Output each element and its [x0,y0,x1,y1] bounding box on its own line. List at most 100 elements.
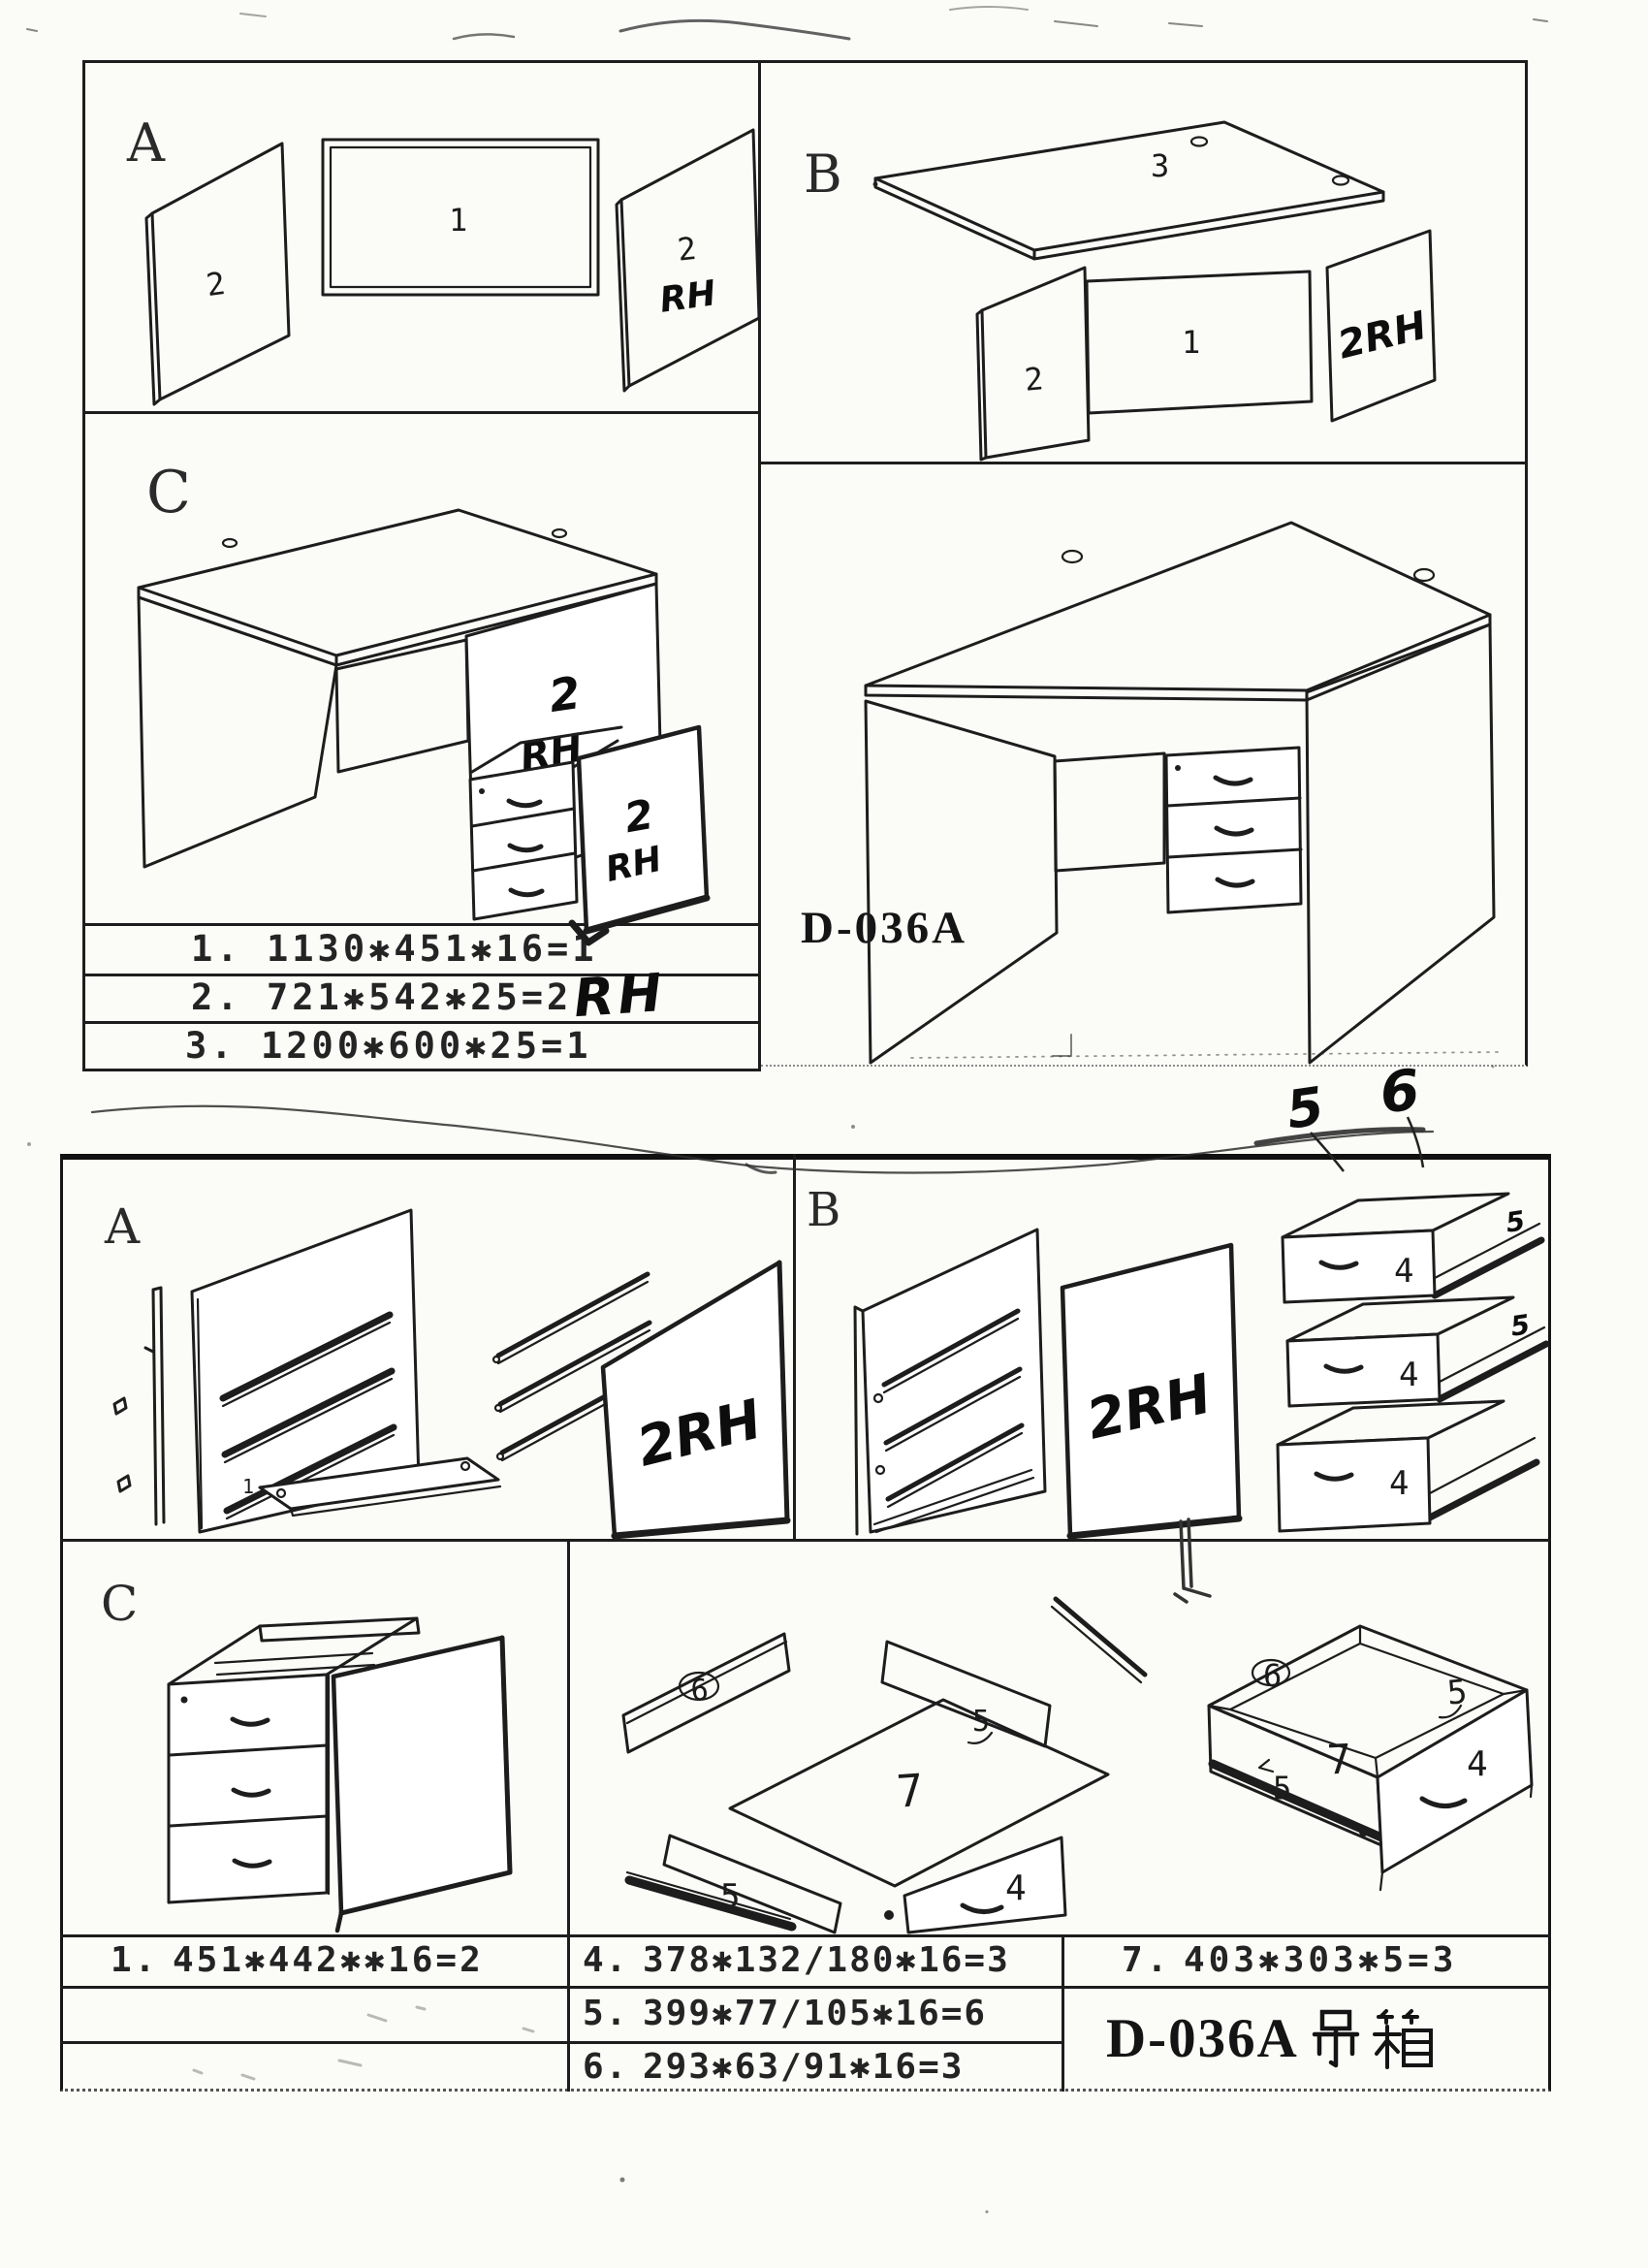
part-label-1: 1 [449,202,467,239]
handwritten-rh-label: RH [657,273,718,321]
side-panel-2rh: 2RH [1325,229,1437,423]
c2r1-spec: 378✱132/180✱16=3 [643,1940,1010,1980]
bottom-table-c2-row3: 6. 293✱63/91✱16=3 [567,2041,1077,2092]
part-label-2: 2 [1023,360,1045,399]
c2r3-number: 6. [583,2046,629,2087]
top-table-line-3 [82,1021,761,1024]
drawer-back-strip-6: 6 [621,1632,791,1754]
part-label-4: 4 [1467,1744,1488,1784]
top-model-label: D-036A [801,903,968,953]
drawer-1: 4 5 [1281,1192,1545,1304]
top-row2-handwritten-rh: RH [572,961,669,1030]
part-label-5: 5 [1273,1770,1291,1806]
bottom-ab-divider [793,1154,796,1539]
drawer-3: 4 [1276,1399,1540,1533]
part-label-1: 1 [242,1475,254,1498]
bottom-model-prefix: D-036A [1106,2008,1299,2069]
top-ac-divider [82,411,761,414]
back-panel-1: 1 [321,138,600,297]
top-panel-b-diagram: B 3 1 2 2RH [804,120,1437,462]
handwritten-5-label: 5 [1283,1075,1327,1141]
top-row2-spec: 721✱542✱25=2 [267,976,573,1018]
back-panel-1: 1 [1085,270,1314,415]
part-label-4: 4 [1394,1252,1413,1291]
bottom-row-divider [60,1539,1551,1542]
part-label-6: 6 [1263,1657,1282,1694]
handwritten-2-label: 2 [546,666,584,722]
bottom-table-c3-row1: 7. 403✱303✱5=3 [1062,1934,1611,1986]
part-label-2: 2 [204,265,227,303]
finished-desk [864,521,1496,1065]
finished-desk-diagram [864,521,1496,1065]
bottom-c-divider [567,1539,570,2092]
top-row3-number: 3. [185,1024,237,1067]
runner-label-5: 5 [1508,1308,1532,1342]
part-label-7: 7 [895,1764,925,1818]
top-table-row-1: 1. 1130✱451✱16=1 [82,923,870,974]
part-label-4: 4 [1005,1869,1027,1908]
runner-bottom-left [624,1870,797,1932]
handwritten-6-label: 6 [1378,1057,1422,1126]
side-panel-2rh: 2 RH [615,128,761,393]
c3r1-number: 7. [1122,1940,1172,1980]
c1r1-spec: 451✱442✱✱16=2 [173,1940,484,1980]
top-row2-number: 2. [191,976,242,1018]
c2r3-spec: 293✱63/91✱16=3 [643,2046,965,2087]
cjk-diao-glyph [1312,2009,1360,2067]
c3r1-spec: 403✱303✱5=3 [1184,1940,1458,1980]
part-label-6: 6 [689,1673,710,1708]
top-panel-a-letter: A [126,112,166,174]
drawer-front-4: 4 [884,1836,1067,1934]
bottom-table-c2-row2: 5. 399✱77/105✱16=6 [567,1986,1077,2041]
top-panel-a-diagram: A 2 1 2 RH [126,112,761,406]
drawer-exploded-diagram: 6 5 7 5 4 [621,1596,1148,1934]
top-row1-number: 1. [191,927,242,970]
top-right-column-border [761,60,1528,1067]
bottom-table-col-divider [1062,1934,1064,2092]
bottom-panel-b-diagram: B 2RH 4 5 [807,1183,1550,1540]
bottom-panel-c-diagram: C [101,1576,513,1933]
bottom-panel-b-letter: B [807,1183,840,1237]
top-b-divider [761,462,1528,464]
top-table-row-3: 3. 1200✱600✱25=1 [82,1021,864,1070]
handwritten-2rh-label: 2RH [1334,303,1432,368]
bottom-board [258,1456,502,1517]
panel-2rh-leaning: 2RH [1060,1242,1243,1540]
drawer-assembled-diagram: 6 5 7 5 4 [1207,1624,1534,1892]
side-panel-2: 2 [975,266,1091,462]
bottom-panel-a-diagram: A 1 2RH [104,1198,791,1540]
label-hook [1438,1704,1463,1719]
desk-top-3: 3 [873,120,1385,261]
carcass-side [853,1228,1047,1536]
top-row3-spec: 1200✱600✱25=1 [261,1024,592,1067]
bottom-panel-c-letter: C [101,1576,138,1632]
c2r2-number: 5. [583,1994,629,2033]
top-row1-spec: 1130✱451✱16=1 [267,927,598,970]
c2r1-number: 4. [583,1940,629,1980]
top-edge-smudges [26,6,1548,41]
part-label-4: 4 [1399,1356,1418,1394]
bottom-table-line-2 [60,1986,1551,1989]
bottom-table-c2-row1: 4. 378✱132/180✱16=3 [567,1934,1077,1986]
bottom-panel-a-letter: A [104,1198,141,1255]
runner-label-5: 5 [1504,1204,1527,1238]
panel-2rh: 2RH [600,1260,791,1540]
top-panel-c-diagram: C 2 RH 2 RH [137,459,711,946]
label-loop [1251,1658,1291,1687]
front-strip [112,1286,166,1526]
bottom-table-c1-row1: 1. 451✱442✱✱16=2 [60,1934,618,1986]
cjk-xiang-glyph [1372,2008,1433,2069]
bottom-table-top-line [60,1934,1551,1937]
c1r1-number: 1. [111,1940,159,1980]
top-left-column-border [82,60,761,1071]
part-label-1: 1 [1182,324,1200,361]
top-table-line-2 [82,974,761,976]
drawer-bottom-7: 7 [728,1698,1110,1888]
drawer-2: 4 5 [1285,1295,1550,1408]
c2r2-spec: 399✱77/105✱16=6 [643,1994,988,2033]
part-label-4: 4 [1389,1464,1409,1503]
top-table-row-2: 2. 721✱542✱25=2 RH [82,962,870,1029]
assembled-drawer-unit [167,1616,513,1933]
part-label-2: 2 [676,230,698,269]
